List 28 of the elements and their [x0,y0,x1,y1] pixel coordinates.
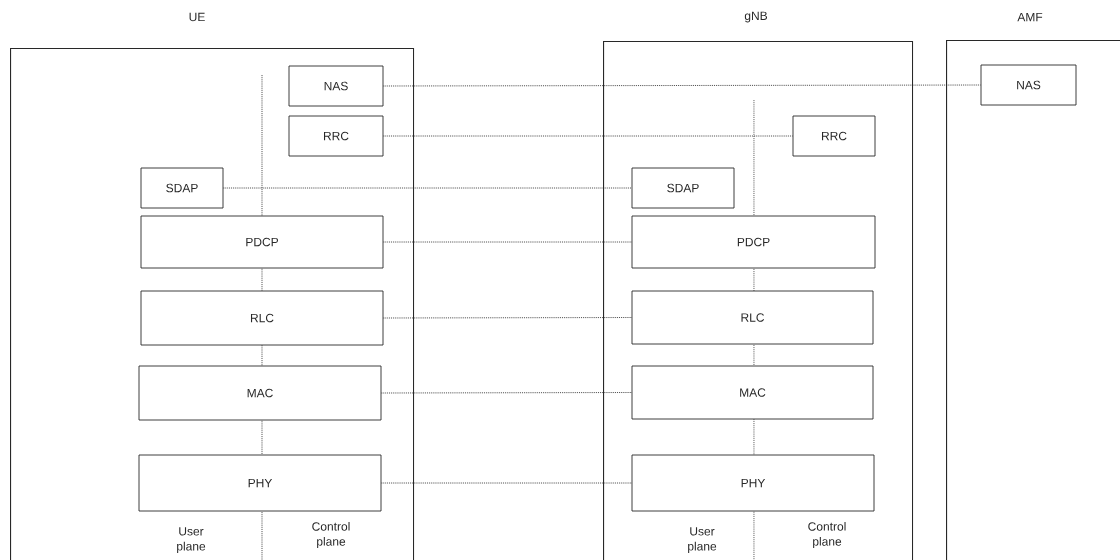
plane-label: Control plane [312,521,350,549]
connector-line [383,317,632,319]
layer-box: RLC [631,290,874,345]
layer-box: MAC [138,365,382,421]
layer-box: PHY [138,454,382,512]
connector-line [381,392,632,394]
layer-box: MAC [631,365,874,420]
node-label: gNB [744,11,768,23]
layer-box: PHY [631,454,875,512]
layer-box: RRC [288,115,384,157]
plane-label: Control plane [808,521,846,549]
connector-line [383,84,981,87]
layer-box: NAS [288,65,384,107]
layer-box: SDAP [631,167,735,209]
plane-label: User plane [688,527,717,553]
layer-box: PDCP [631,215,876,269]
connector-line [223,187,632,189]
connector-line [383,135,793,137]
connector-line [383,241,632,243]
plane-label: User plane [177,527,206,553]
connector-line [381,482,632,484]
layer-box: NAS [980,64,1077,106]
node-label: UE [189,12,205,22]
node-label: AMF [1017,12,1043,22]
layer-box: RRC [792,115,876,157]
layer-box: SDAP [140,167,224,209]
layer-box: PDCP [140,215,384,269]
layer-box: RLC [140,290,384,346]
